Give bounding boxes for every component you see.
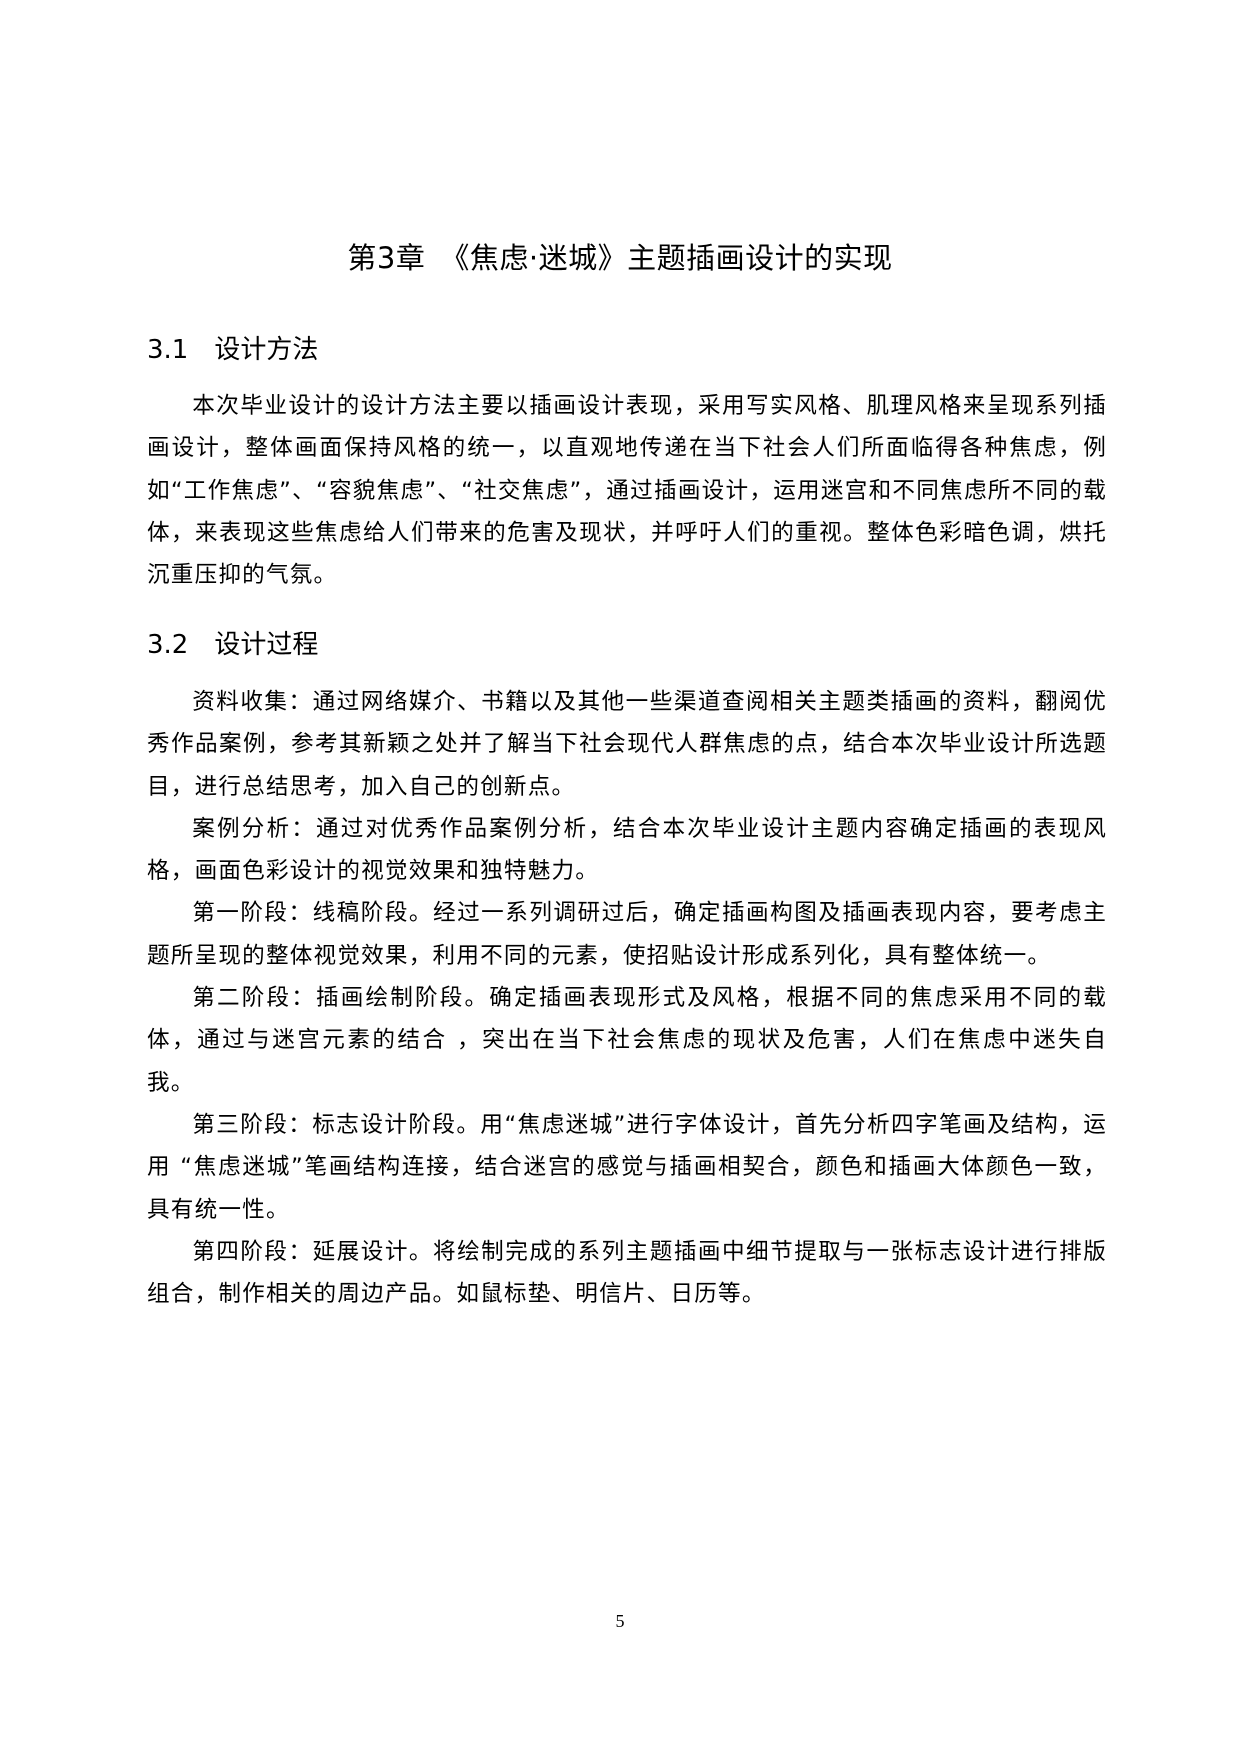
paragraph-stage-two: 第二阶段：插画绘制阶段。确定插画表现形式及风格，根据不同的焦虑采用不同的载体，通… (147, 985, 1107, 1096)
paragraph-material-collection: 资料收集：通过网络媒介、书籍以及其他一些渠道查阅相关主题类插画的资料，翻阅优秀作… (147, 689, 1107, 800)
chapter-title: 第3章 《焦虑·迷城》主题插画设计的实现 (347, 241, 893, 275)
section-body-3-2: 资料收集：通过网络媒介、书籍以及其他一些渠道查阅相关主题类插画的资料，翻阅优秀作… (147, 681, 1107, 1315)
paragraph-stage-three: 第三阶段：标志设计阶段。用“焦虑迷城”进行字体设计，首先分析四字笔画及结构，运用… (147, 1111, 1107, 1223)
paragraph-design-method: 本次毕业设计的设计方法主要以插画设计表现，采用写实风格、肌理风格来呈现系列插画设… (147, 393, 1107, 589)
section-heading-3-2: 3.2 设计过程 (147, 630, 319, 660)
section-heading-3-1: 3.1 设计方法 (147, 335, 319, 365)
section-body-3-1: 本次毕业设计的设计方法主要以插画设计表现，采用写实风格、肌理风格来呈现系列插画设… (147, 385, 1107, 596)
paragraph-case-analysis: 案例分析：通过对优秀作品案例分析，结合本次毕业设计主题内容确定插画的表现风格，画… (147, 815, 1107, 885)
paragraph-stage-one: 第一阶段：线稿阶段。经过一系列调研过后，确定插画构图及插画表现内容，要考虑主题所… (147, 900, 1107, 969)
page-number: 5 (615, 1611, 625, 1631)
paragraph-stage-four: 第四阶段：延展设计。将绘制完成的系列主题插画中细节提取与一张标志设计进行排版组合… (147, 1238, 1107, 1308)
